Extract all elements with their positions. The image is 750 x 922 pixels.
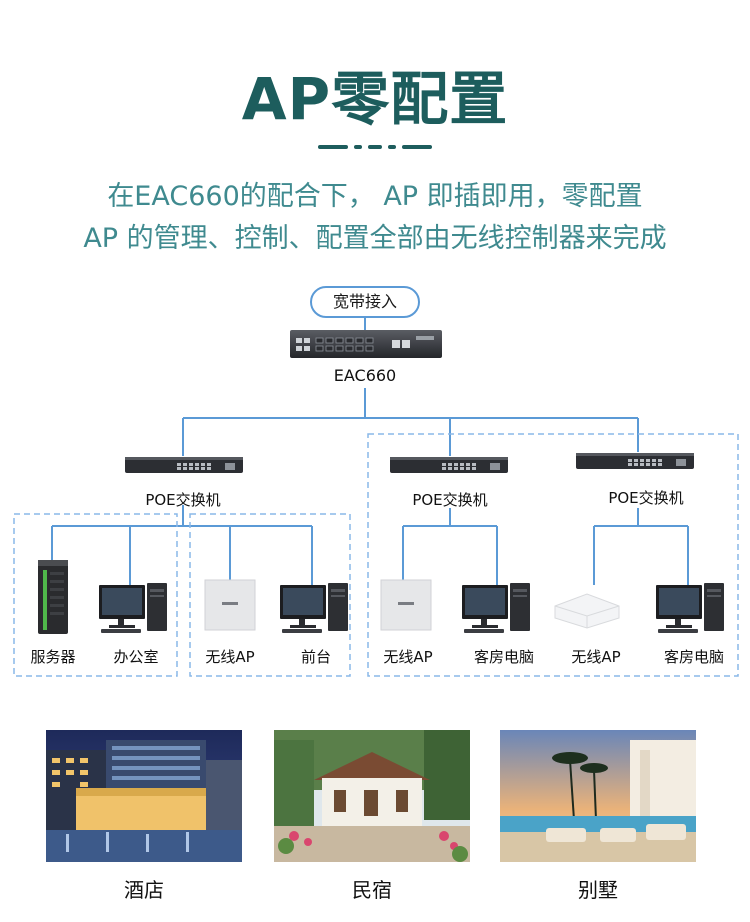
desktop-pc-icon xyxy=(656,583,724,633)
ceiling-access-point-icon xyxy=(554,593,620,629)
device-label-server: 服务器 xyxy=(30,648,76,666)
device-label-office: 办公室 xyxy=(113,648,159,666)
hotel-photo xyxy=(46,730,242,862)
desktop-pc-icon xyxy=(280,583,348,633)
device-label-ap-1: 无线AP xyxy=(205,648,255,666)
device-label-front-desk: 前台 xyxy=(300,648,331,666)
device-label-ap-2: 无线AP xyxy=(383,648,433,666)
poe-switch-label-1: POE交换机 xyxy=(145,491,221,509)
homestay-photo xyxy=(274,730,470,862)
device-label-ap-3: 无线AP xyxy=(571,648,621,666)
device-label-guest-pc-2: 客房电脑 xyxy=(663,648,724,666)
villa-photo xyxy=(500,730,696,862)
desktop-pc-icon xyxy=(462,583,530,633)
poe-switch-label-2: POE交换机 xyxy=(412,491,488,509)
scene-label-homestay: 民宿 xyxy=(352,878,392,902)
device-label-guest-pc-1: 客房电脑 xyxy=(473,648,534,666)
access-point-icon xyxy=(204,579,256,631)
desktop-pc-icon xyxy=(99,583,167,633)
access-point-icon xyxy=(380,579,432,631)
subtitle-line-1: 在EAC660的配合下， AP 即插即用，零配置 xyxy=(107,181,643,212)
poe-switch-icon xyxy=(125,457,243,473)
scene-label-villa: 别墅 xyxy=(578,878,618,902)
title-divider xyxy=(318,145,432,149)
poe-switch-icon xyxy=(390,457,508,473)
poe-switch-label-3: POE交换机 xyxy=(608,489,684,507)
subtitle-line-2: AP 的管理、控制、配置全部由无线控制器来完成 xyxy=(83,223,667,254)
wireless-controller-icon xyxy=(290,330,442,358)
controller-label: EAC660 xyxy=(333,366,397,385)
network-topology-lines xyxy=(13,318,739,677)
scene-label-hotel: 酒店 xyxy=(124,878,164,902)
page-title: AP零配置 xyxy=(241,65,509,133)
server-icon xyxy=(38,560,68,634)
poe-switch-icon xyxy=(576,453,694,469)
broadband-access-label: 宽带接入 xyxy=(310,286,420,318)
